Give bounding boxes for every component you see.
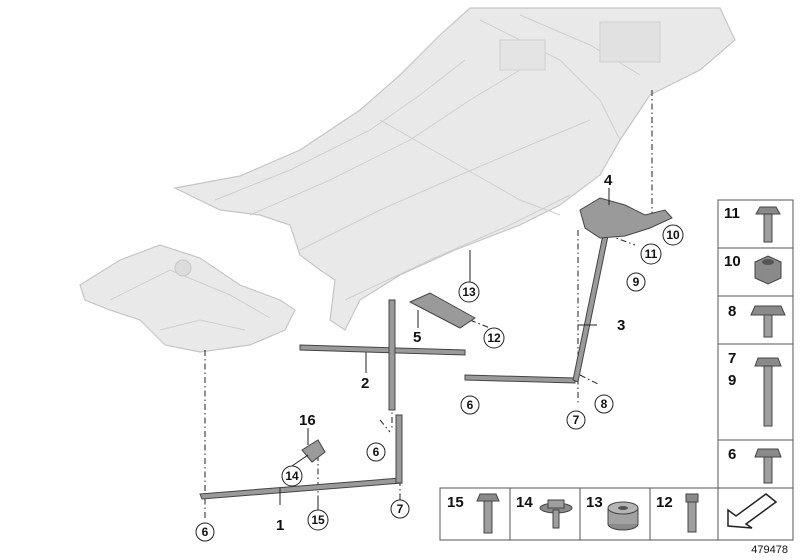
bolt-7-9-icon [754, 357, 782, 427]
callout-6-center: 6 [373, 445, 380, 459]
bolt-6-icon [754, 448, 782, 484]
callout-6-right: 6 [467, 398, 474, 412]
bolt-11-icon [755, 206, 781, 243]
leader-lines [279, 188, 610, 512]
callout-3: 3 [617, 317, 625, 334]
strut-3 [464, 229, 610, 384]
strut-2 [299, 299, 466, 411]
vehicle-floor-assembly [173, 7, 736, 331]
callout-11: 11 [645, 247, 658, 261]
direction-arrow-icon [727, 493, 778, 529]
plate-5 [408, 292, 476, 329]
part-label-8: 8 [728, 303, 736, 320]
part-label-15: 15 [447, 494, 464, 511]
part-label-9: 9 [728, 372, 736, 389]
callout-1: 1 [276, 517, 284, 534]
callout-8: 8 [601, 397, 608, 411]
callout-2: 2 [361, 375, 369, 392]
callout-12: 12 [487, 331, 501, 345]
bracket-4 [579, 197, 673, 239]
callout-6-left: 6 [202, 525, 209, 539]
circled-callouts: 6 6 6 7 7 8 9 10 11 12 13 14 15 [195, 224, 684, 542]
part-label-12: 12 [656, 494, 673, 511]
callout-5: 5 [413, 329, 421, 346]
bracket-16 [301, 439, 326, 463]
front-subframe [79, 244, 296, 353]
part-label-6: 6 [728, 446, 736, 463]
callout-7-right: 7 [573, 413, 580, 427]
spacer-13-icon [607, 501, 639, 531]
callout-4: 4 [604, 172, 613, 189]
flange-nut-14-icon [539, 499, 573, 529]
plain-callouts: 1 2 3 4 5 16 [276, 172, 625, 534]
bolt-15-icon [476, 493, 500, 534]
part-label-11: 11 [724, 205, 740, 222]
callout-9: 9 [633, 275, 640, 289]
fastener-parts-panel: 11 10 8 7 9 6 [439, 199, 794, 541]
callout-13: 13 [462, 285, 476, 299]
callout-16: 16 [299, 412, 316, 429]
diagram-reference-number: 479478 [751, 544, 788, 556]
alignment-lines [204, 90, 653, 520]
part-label-10: 10 [724, 253, 741, 270]
callout-7-bottom: 7 [397, 502, 404, 516]
callout-14: 14 [285, 469, 299, 483]
part-label-7: 7 [728, 350, 736, 367]
bolt-8-icon [750, 305, 786, 338]
nut-10-icon [754, 255, 782, 285]
callout-15: 15 [311, 513, 325, 527]
callout-10: 10 [666, 228, 680, 242]
part-label-14: 14 [516, 494, 533, 511]
strut-1 [199, 414, 403, 500]
part-label-13: 13 [586, 494, 603, 511]
screw-12-icon [685, 493, 699, 533]
